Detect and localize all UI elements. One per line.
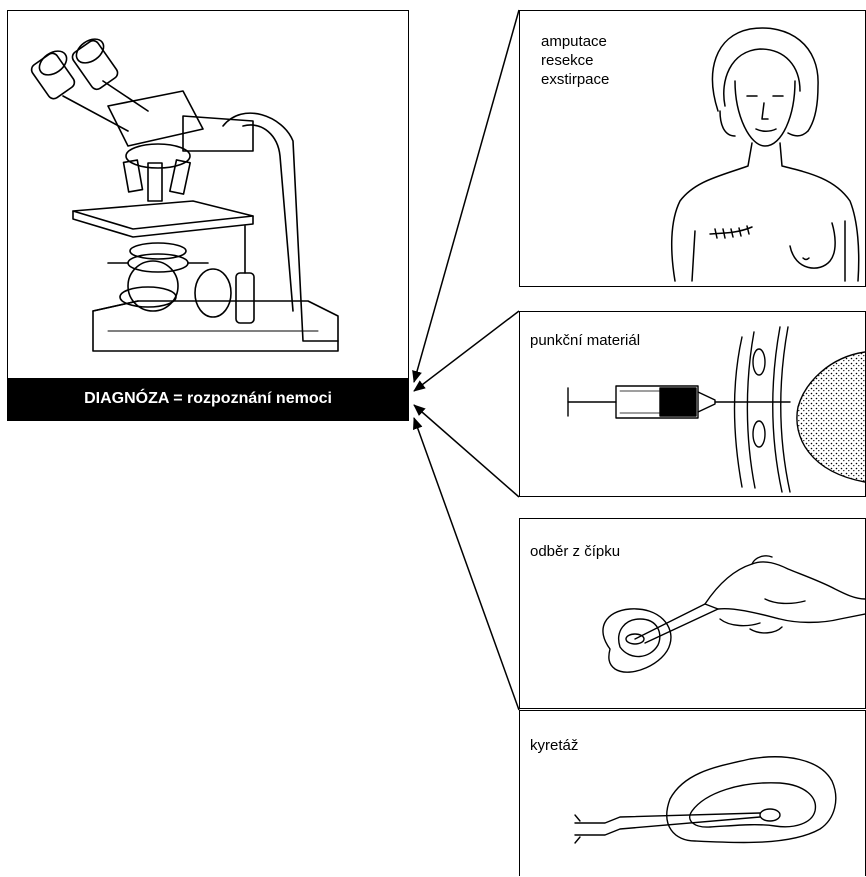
arrow-from-panel-3: [414, 405, 519, 497]
arrow-from-panel-4: [414, 418, 519, 710]
torso-with-breast-scar-icon: [520, 11, 865, 286]
microscope-icon: [8, 11, 408, 381]
arrow-from-panel-2: [414, 311, 519, 391]
cervix-biopsy-hand-icon: [520, 519, 865, 708]
panel-puncture: punkční materiál: [519, 311, 866, 497]
panel-curettage: kyretáž: [519, 710, 866, 876]
panel-amputation: amputace resekce exstirpace: [519, 10, 866, 287]
arrow-from-panel-1: [414, 10, 519, 382]
syringe-puncture-icon: [520, 312, 865, 496]
panel-cervix-biopsy: odběr z čípku: [519, 518, 866, 709]
diagnosis-caption: DIAGNÓZA = rozpoznání nemoci: [8, 378, 408, 420]
diagnosis-panel: DIAGNÓZA = rozpoznání nemoci: [7, 10, 409, 421]
uterus-curettage-icon: [520, 711, 865, 877]
